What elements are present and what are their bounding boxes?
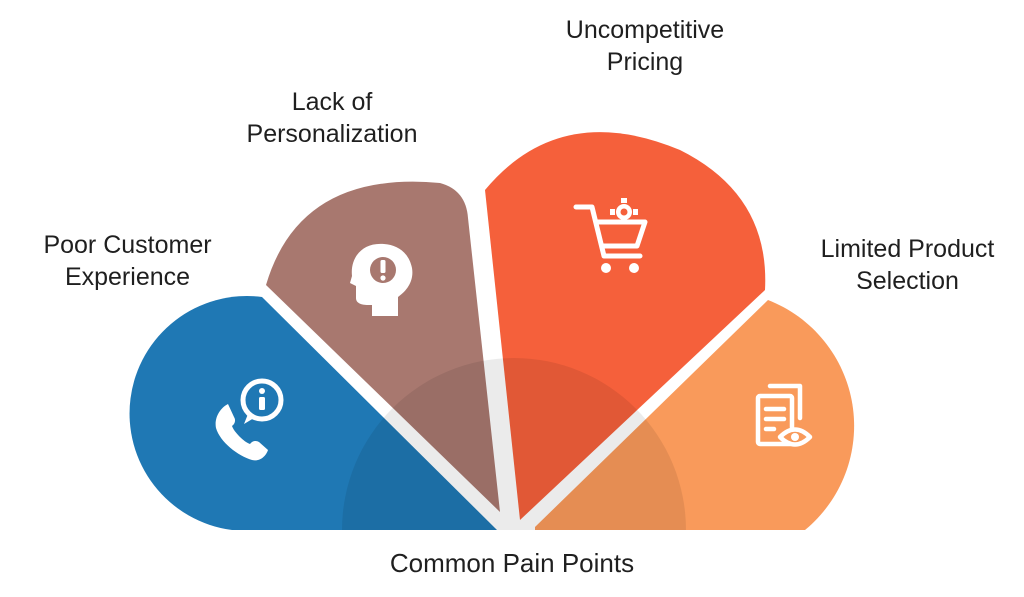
- label-line: Experience: [64, 263, 191, 291]
- segment-limited-product-selection: [535, 300, 855, 530]
- petal-blue: [129, 296, 497, 530]
- head-alert-icon: [350, 243, 413, 316]
- label-line: Limited Product: [820, 235, 995, 263]
- label-line: Lack of: [291, 88, 373, 116]
- petal-brown: [266, 181, 500, 512]
- diagram-title: Common Pain Points: [389, 548, 635, 578]
- segment-uncompetitive-pricing: [485, 132, 766, 520]
- segment-poor-customer-experience: [129, 296, 497, 530]
- label-uncompetitive-pricing: Uncompetitive Pricing: [535, 14, 755, 78]
- petal-red: [485, 132, 766, 520]
- label-line: Pricing: [606, 48, 684, 76]
- label-lack-of-personalization: Lack of Personalization: [222, 86, 442, 150]
- phone-info-icon: [215, 378, 284, 461]
- cart-gear-icon: [573, 198, 648, 273]
- label-line: Personalization: [246, 120, 418, 148]
- petal-orange: [535, 300, 855, 530]
- label-line: Uncompetitive: [565, 16, 725, 44]
- label-line: Poor Customer: [43, 231, 212, 259]
- label-limited-product-selection: Limited Product Selection: [795, 233, 1020, 297]
- center-hub: [342, 358, 686, 530]
- segment-lack-of-personalization: [266, 181, 500, 512]
- label-line: Selection: [856, 267, 959, 295]
- document-eye-icon: [755, 383, 813, 447]
- label-poor-customer-experience: Poor Customer Experience: [20, 229, 235, 293]
